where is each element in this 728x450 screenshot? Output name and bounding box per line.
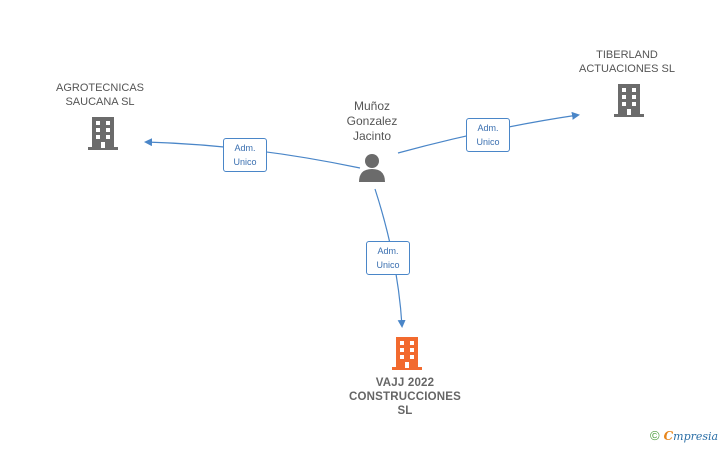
company-label-vajj[interactable]: VAJJ 2022 CONSTRUCCIONES SL xyxy=(335,376,475,418)
person-label[interactable]: Muñoz Gonzalez Jacinto xyxy=(322,99,422,144)
footer-brand: ©Cmpresia xyxy=(650,428,718,443)
company-name-line: ACTUACIONES SL xyxy=(579,63,675,75)
person-name-line: Jacinto xyxy=(352,129,392,143)
company-name-line: AGROTECNICAS xyxy=(55,82,144,94)
person-icon[interactable] xyxy=(359,154,385,182)
edge-label-tiberland: Adm. Unico xyxy=(466,118,510,152)
building-icon[interactable] xyxy=(614,84,644,117)
company-name-line: SAUCANA SL xyxy=(65,96,135,108)
company-label-tiberland[interactable]: TIBERLAND ACTUACIONES SL xyxy=(567,48,687,76)
building-icon-focus[interactable] xyxy=(392,337,422,370)
company-name-line: SL xyxy=(397,405,413,417)
edge-role-line: Adm. xyxy=(377,246,399,256)
edge-role-line: Unico xyxy=(476,137,500,147)
edge-role-line: Adm. xyxy=(477,123,499,133)
edge-role-line: Unico xyxy=(233,157,257,167)
copyright-symbol: © xyxy=(650,428,660,443)
company-name-line: VAJJ 2022 xyxy=(375,377,435,389)
edge-label-vajj: Adm. Unico xyxy=(366,241,410,275)
company-label-agrotecnicas[interactable]: AGROTECNICAS SAUCANA SL xyxy=(40,81,160,109)
person-name-line: Muñoz xyxy=(353,99,391,113)
edge-role-line: Adm. xyxy=(234,143,256,153)
person-name-line: Gonzalez xyxy=(346,114,398,128)
brand-logo-text: mpresia xyxy=(673,430,719,443)
edge-label-agrotecnicas: Adm. Unico xyxy=(223,138,267,172)
building-icon[interactable] xyxy=(88,117,118,150)
company-name-line: CONSTRUCCIONES xyxy=(348,391,462,403)
company-name-line: TIBERLAND xyxy=(596,49,658,61)
brand-logo-initial: C xyxy=(663,429,674,443)
edge-role-line: Unico xyxy=(376,260,400,270)
